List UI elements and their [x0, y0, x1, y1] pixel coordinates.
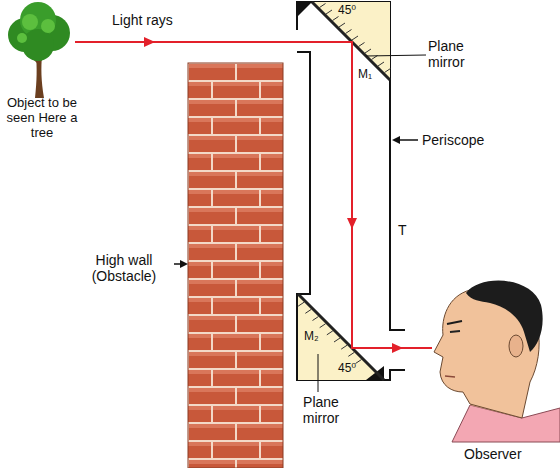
- hatch-stroke: [356, 360, 362, 364]
- tree: [8, 2, 70, 98]
- angle-label: 45⁰: [338, 4, 356, 18]
- hatch-stroke: [346, 30, 352, 34]
- ray-label: Light rays: [112, 12, 173, 28]
- light-ray: [75, 37, 432, 353]
- hatch-stroke: [348, 352, 354, 356]
- leader-arrow: [174, 260, 188, 268]
- observer-figure: [434, 281, 560, 442]
- part-label: Plane mirror: [428, 38, 490, 70]
- mirror-name: M₁: [358, 68, 372, 82]
- hatch-stroke: [305, 309, 311, 313]
- hatch-stroke: [359, 43, 365, 47]
- leader-arrow: [392, 136, 418, 144]
- mirror-hatching: [298, 4, 390, 364]
- hatch-stroke: [298, 302, 304, 306]
- hatch-stroke: [385, 69, 391, 73]
- angle-label: 45⁰: [338, 362, 356, 376]
- hatch-stroke: [352, 36, 358, 40]
- hatch-stroke: [333, 17, 339, 21]
- object-label: Object to be seen Here a tree: [2, 96, 82, 141]
- hatch-stroke: [339, 23, 345, 27]
- part-label: Plane mirror: [290, 394, 352, 426]
- tube-letter: T: [398, 222, 407, 238]
- mirror-name: M₂: [304, 330, 319, 344]
- leader-line: [318, 354, 319, 392]
- hatch-stroke: [378, 62, 384, 66]
- hatch-stroke: [313, 317, 319, 321]
- obstacle-label: High wall (Obstacle): [76, 252, 172, 284]
- hatch-stroke: [326, 10, 332, 14]
- hatch-stroke: [320, 4, 326, 8]
- part-label: Periscope: [422, 132, 484, 148]
- plane-mirror: [298, 294, 384, 380]
- leader-line: [366, 55, 426, 56]
- hatch-stroke: [341, 345, 347, 349]
- brick-wall: [188, 63, 283, 468]
- observer-label: Observer: [464, 446, 522, 462]
- hatch-stroke: [365, 49, 371, 53]
- hatch-stroke: [320, 324, 326, 328]
- hatch-stroke: [334, 338, 340, 342]
- hatch-stroke: [327, 331, 333, 335]
